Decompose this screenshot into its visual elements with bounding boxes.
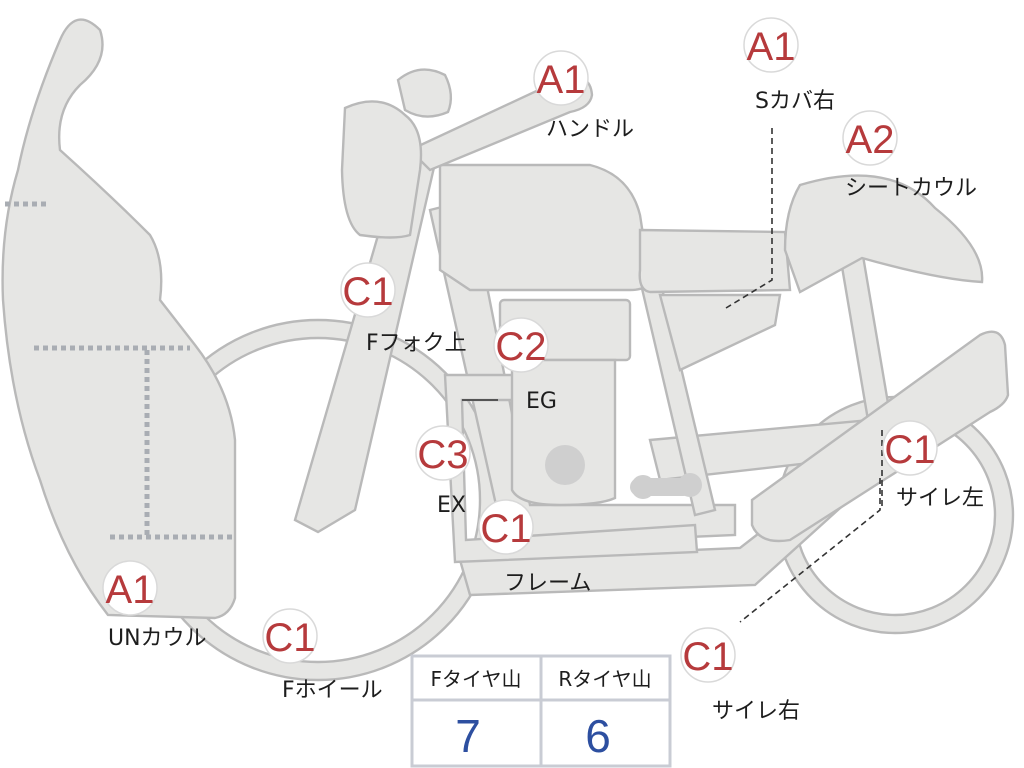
badge-under-cowl: A1 (102, 560, 158, 616)
badge-code: A1 (106, 568, 155, 612)
front-tire-header: Fタイヤ山 (431, 667, 522, 691)
badge-code: C1 (264, 616, 315, 660)
badge-code: C1 (342, 270, 393, 314)
badge-code: C1 (884, 428, 935, 472)
frame (428, 198, 892, 597)
cowl-panel-lines (5, 201, 235, 540)
badge-code: A2 (846, 118, 895, 162)
badge-code: C3 (417, 433, 468, 477)
label-side-left: サイレ左 (896, 486, 984, 511)
badge-code: A1 (747, 25, 796, 69)
seat-cowl (783, 174, 984, 294)
headlight (340, 100, 423, 239)
badge-code: C1 (480, 507, 531, 551)
label-front-wheel: Fホイール (282, 678, 383, 703)
badge-front-wheel: C1 (262, 608, 318, 664)
badge-code: C2 (495, 325, 546, 369)
badge-code: C1 (682, 635, 733, 679)
rear-tire-header: Rタイヤ山 (558, 667, 651, 691)
muffler (750, 330, 1010, 543)
label-s-cover-right: Sカバ右 (755, 89, 835, 114)
front-cowl (1, 18, 237, 620)
label-side-right: サイレ右 (712, 699, 800, 724)
badge-front-fork-upper: C1 (340, 262, 396, 318)
label-handle: ハンドル (546, 117, 634, 142)
label-engine: EG (526, 389, 557, 414)
label-exhaust: EX (437, 493, 466, 518)
mirror (396, 68, 453, 118)
badge-side-right: C1 (680, 627, 736, 683)
badge-engine: C2 (493, 317, 549, 373)
label-frame: フレーム (504, 571, 591, 596)
label-front-fork-upper: Fフォク上 (366, 331, 467, 356)
badge-side-left: C1 (882, 420, 938, 476)
leader-lines (462, 128, 883, 623)
badge-code: A1 (537, 58, 586, 102)
seat (638, 228, 792, 294)
badge-seat-cowl: A2 (842, 110, 898, 166)
badge-handle: A1 (533, 50, 589, 106)
tire-table: Fタイヤ山 Rタイヤ山 7 6 (410, 654, 672, 768)
badge-frame: C1 (478, 499, 534, 555)
badge-s-cover-right: A1 (743, 17, 799, 73)
side-cover-right (658, 293, 782, 372)
badge-exhaust: C3 (415, 425, 471, 481)
front-tire-value: 7 (455, 710, 481, 762)
rear-tire-value: 6 (585, 710, 611, 762)
label-under-cowl: UNカウル (108, 626, 207, 651)
fuel-tank (438, 163, 652, 292)
label-seat-cowl: シートカウル (845, 176, 977, 201)
